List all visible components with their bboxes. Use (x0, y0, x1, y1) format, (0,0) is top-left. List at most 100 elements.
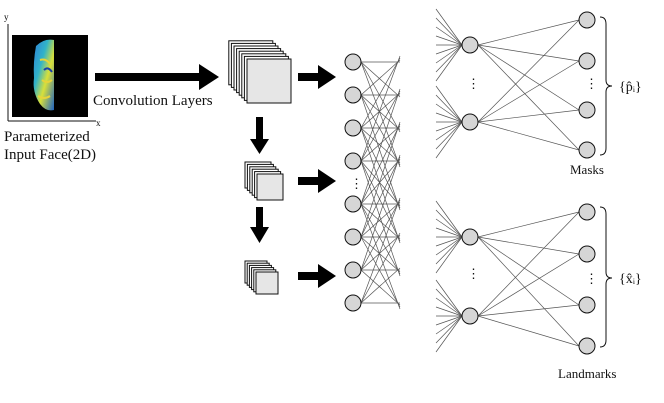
feature-map-layer (246, 58, 292, 104)
landmarks-hidden-node (461, 307, 479, 325)
input-caption-line2: Input Face(2D) (4, 147, 96, 163)
masks-output-node (578, 141, 596, 159)
fc1-node (344, 195, 362, 213)
fc1-edge (360, 201, 401, 238)
brace-masks (599, 16, 613, 156)
hidden-in-edge (435, 315, 463, 335)
masks-hidden-node (461, 113, 479, 131)
hidden-in-edge (435, 209, 463, 238)
fc1-edge (360, 61, 401, 98)
fc1-edge (360, 94, 401, 211)
landmarks-edge (477, 211, 580, 317)
input-face-image (12, 35, 88, 117)
hidden-in-edge (435, 112, 463, 123)
hidden-in-edge (435, 44, 463, 55)
hidden-in-edge (435, 94, 463, 123)
input-axes: y x (4, 12, 101, 128)
landmarks-edge (477, 236, 580, 347)
hidden-in-edge (435, 44, 463, 82)
landmarks-edge (477, 253, 580, 317)
masks-edge (477, 44, 580, 111)
axis-y-label: y (4, 12, 9, 22)
network-nodes (344, 11, 596, 355)
fc1-node (344, 86, 362, 104)
hidden-in-edge (435, 44, 463, 64)
fc1-edge (360, 236, 401, 308)
arrow-down-2 (250, 207, 269, 243)
fc1-edge (360, 158, 401, 205)
hidden-in-edge (435, 121, 463, 132)
hidden-in-edge (435, 26, 463, 46)
arrow-down-1 (250, 117, 269, 154)
landmarks-edge (477, 211, 580, 238)
masks-edge (477, 121, 580, 151)
hidden-in-edge (435, 200, 463, 238)
masks-output-node (578, 52, 596, 70)
hidden-in-edge (435, 121, 463, 150)
hidden-in-edge (435, 306, 463, 317)
fc1-edge (360, 125, 401, 162)
fc1-edge (360, 57, 401, 129)
arrow-input-to-conv (95, 64, 219, 90)
hidden-in-edge (435, 279, 463, 317)
hidden-in-edge (435, 297, 463, 317)
masks-set-label: {p̂ᵢ} (619, 80, 642, 95)
landmarks-edge (477, 236, 580, 255)
hidden-in-edge (435, 103, 463, 123)
feature-stack-large (228, 40, 292, 104)
landmarks-hidden-node (461, 228, 479, 246)
hidden-in-edge (435, 236, 463, 256)
hidden-in-edge (435, 288, 463, 317)
fc1-edge (360, 94, 401, 166)
fc1-node (344, 228, 362, 246)
ellipsis-bottom-hidden: ⋮ (467, 266, 480, 281)
masks-edge (477, 109, 580, 123)
hidden-in-edge (435, 236, 463, 247)
feature-map-layer (256, 173, 284, 201)
hidden-in-edge (435, 236, 463, 274)
arrow-to-fc-1 (298, 65, 336, 89)
masks-edge (477, 44, 580, 151)
fc1-edge (360, 55, 401, 162)
landmarks-edge (477, 315, 580, 347)
fc1-edge (360, 199, 401, 271)
fc1-edge (360, 61, 401, 168)
landmarks-edge (477, 304, 580, 317)
fc1-node (344, 119, 362, 137)
hidden-in-edge (435, 121, 463, 159)
ellipsis-top-hidden: ⋮ (467, 76, 480, 91)
hidden-in-edge (435, 121, 463, 141)
fc1-edge (360, 94, 401, 131)
feature-stack-medium (244, 161, 284, 201)
masks-label: Masks (570, 162, 604, 177)
fc1-edge (360, 127, 401, 209)
hidden-in-edge (435, 35, 463, 46)
hidden-in-edge (435, 44, 463, 73)
masks-hidden-node (461, 36, 479, 54)
fc1-edge (360, 160, 401, 277)
fc1-edge (360, 61, 401, 133)
fc1-node (344, 53, 362, 71)
fc1-edge (360, 203, 401, 240)
fc1-edge (360, 234, 401, 271)
fc1-edge (360, 160, 401, 242)
masks-edge (477, 44, 580, 62)
fc1-edge (360, 121, 401, 238)
landmarks-set-label: {x̂ᵢ} (619, 272, 642, 287)
conv-layers-label: Convolution Layers (93, 93, 213, 109)
axis-x-label: x (96, 118, 101, 128)
arrow-to-fc-2 (298, 169, 336, 193)
fc1-edge (360, 203, 401, 275)
ellipsis-bottom-output: ⋮ (585, 271, 598, 286)
masks-output-node (578, 11, 596, 29)
fc1-node (344, 294, 362, 312)
hidden-in-edge (435, 218, 463, 238)
ellipsis-top-output: ⋮ (585, 76, 598, 91)
fc1-node (344, 261, 362, 279)
input-caption-line1: Parameterized (4, 129, 90, 145)
fc1-node (344, 152, 362, 170)
landmarks-output-node (578, 296, 596, 314)
feature-stack-small (244, 260, 279, 295)
landmarks-output-node (578, 337, 596, 355)
